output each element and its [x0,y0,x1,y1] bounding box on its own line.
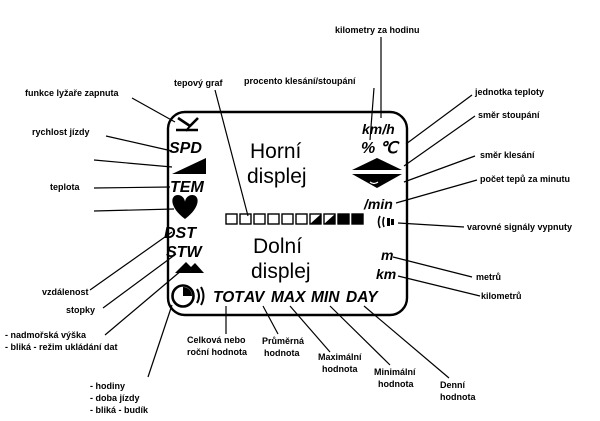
dst-symbol: DST [164,225,197,242]
label-minimum: Minimální hodnota [374,367,416,389]
svg-text:Denní: Denní [440,380,466,390]
bottom-day: DAY [346,289,379,306]
label-stopwatch: stopky [66,305,95,315]
kmh-symbol: km/h [362,121,395,137]
svg-text:- hodiny: - hodiny [90,381,125,391]
svg-text:hodnota: hodnota [440,392,476,402]
label-descent: směr klesání [480,150,535,160]
svg-text:hodnota: hodnota [378,379,414,389]
svg-text:Maximální: Maximální [318,352,362,362]
skier-icon [176,116,199,132]
lower-display-line2: displej [251,260,311,283]
heart-icon [172,195,198,219]
svg-text:Minimální: Minimální [374,367,416,377]
label-percent: procento klesání/stoupání [244,76,356,86]
bottom-av: AV [243,289,266,306]
label-total: Celková nebo roční hodnota [187,335,248,357]
leader-lines [89,37,481,379]
pulse-bargraph [225,213,364,225]
label-kmh: kilometry za hodinu [335,25,420,35]
label-maximum: Maximální hodnota [318,352,362,374]
label-clock: - hodiny - doba jízdy - bliká - budík [90,381,149,415]
tem-symbol: TEM [170,179,204,196]
upper-display-line2: displej [247,165,307,188]
svg-text:- bliká - režim ukládání dat: - bliká - režim ukládání dat [5,342,118,352]
label-km: kilometrů [481,291,522,301]
alarm-sound-icon [196,286,205,306]
label-speed: rychlost jízdy [32,127,90,137]
label-temp-unit: jednotka teploty [474,87,544,97]
svg-text:- bliká - budík: - bliká - budík [90,405,149,415]
lower-display-line1: Dolní [253,235,302,258]
label-distance: vzdálenost [42,287,89,297]
label-altitude: - nadmořská výška - bliká - režim ukládá… [5,330,118,352]
label-daily: Denní hodnota [440,380,476,402]
km-symbol: km [376,266,396,282]
lcd-frame [166,110,409,317]
svg-text:hodnota: hodnota [322,364,358,374]
mountain-icon [175,262,204,273]
incline-triangle-icon [172,158,206,174]
upper-display-line1: Horní [250,140,302,163]
clock-icon [171,284,195,308]
label-average: Průměrná hodnota [262,336,305,358]
stw-symbol: STW [166,244,203,261]
svg-text:- doba jízdy: - doba jízdy [90,393,140,403]
svg-text:- nadmořská výška: - nadmořská výška [5,330,87,340]
svg-text:Průměrná: Průměrná [262,336,305,346]
label-warnings-off: varovné signály vypnuty [467,222,572,232]
label-meters: metrů [476,272,501,282]
up-down-arrows-icon [352,158,402,188]
svg-text:Celková nebo: Celková nebo [187,335,246,345]
bottom-tot: TOT [213,289,245,306]
label-ascent: směr stoupání [478,110,540,120]
percent-celsius-symbol: % ℃ [361,140,400,157]
bottom-min: MIN [311,289,340,306]
bottom-max: MAX [271,289,307,306]
svg-text:roční hodnota: roční hodnota [187,347,248,357]
label-bpm: počet tepů za minutu [480,174,570,184]
spd-symbol: SPD [169,140,202,157]
label-ski: funkce lyžaře zapnuta [25,88,120,98]
warning-signals-icon [377,215,394,229]
per-min-symbol: /min [363,196,393,212]
label-pulse-graph: tepový graf [174,78,224,88]
svg-text:hodnota: hodnota [264,348,300,358]
m-symbol: m [381,247,393,263]
label-temp: teplota [50,182,80,192]
